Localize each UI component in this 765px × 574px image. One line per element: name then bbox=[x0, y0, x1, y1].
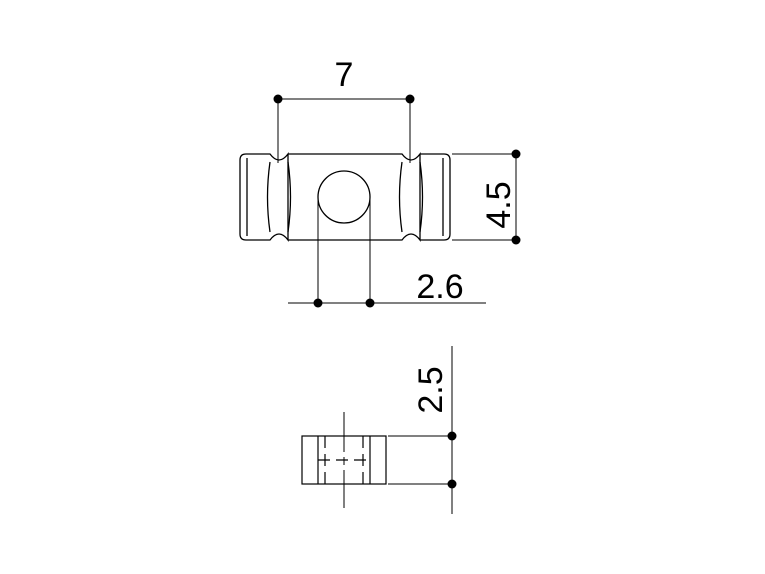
dimension-height bbox=[452, 149, 521, 245]
height-dot-top bbox=[511, 149, 521, 159]
width-dot-right bbox=[405, 94, 415, 104]
top-view-part bbox=[239, 152, 451, 242]
right-groove-contour bbox=[398, 161, 403, 233]
main-body bbox=[288, 152, 421, 242]
right-end-cap bbox=[420, 153, 451, 241]
right-groove-contour-2 bbox=[419, 161, 424, 233]
thickness-label: 2.5 bbox=[412, 366, 450, 413]
thickness-dot-top bbox=[447, 431, 457, 441]
hole-label: 2.6 bbox=[416, 268, 463, 306]
hole-dot-right bbox=[365, 298, 375, 308]
dimension-thickness bbox=[388, 346, 457, 514]
dimension-width bbox=[273, 94, 415, 163]
height-dot-bottom bbox=[511, 235, 521, 245]
string-hole bbox=[317, 170, 371, 224]
left-groove-contour bbox=[266, 161, 271, 233]
width-dot-left bbox=[273, 94, 283, 104]
dimension-hole bbox=[288, 197, 486, 308]
hole-dot-left bbox=[313, 298, 323, 308]
height-label: 4.5 bbox=[480, 181, 518, 228]
width-label: 7 bbox=[335, 56, 354, 94]
left-groove-contour-2 bbox=[287, 161, 292, 233]
thickness-dot-bottom bbox=[447, 479, 457, 489]
